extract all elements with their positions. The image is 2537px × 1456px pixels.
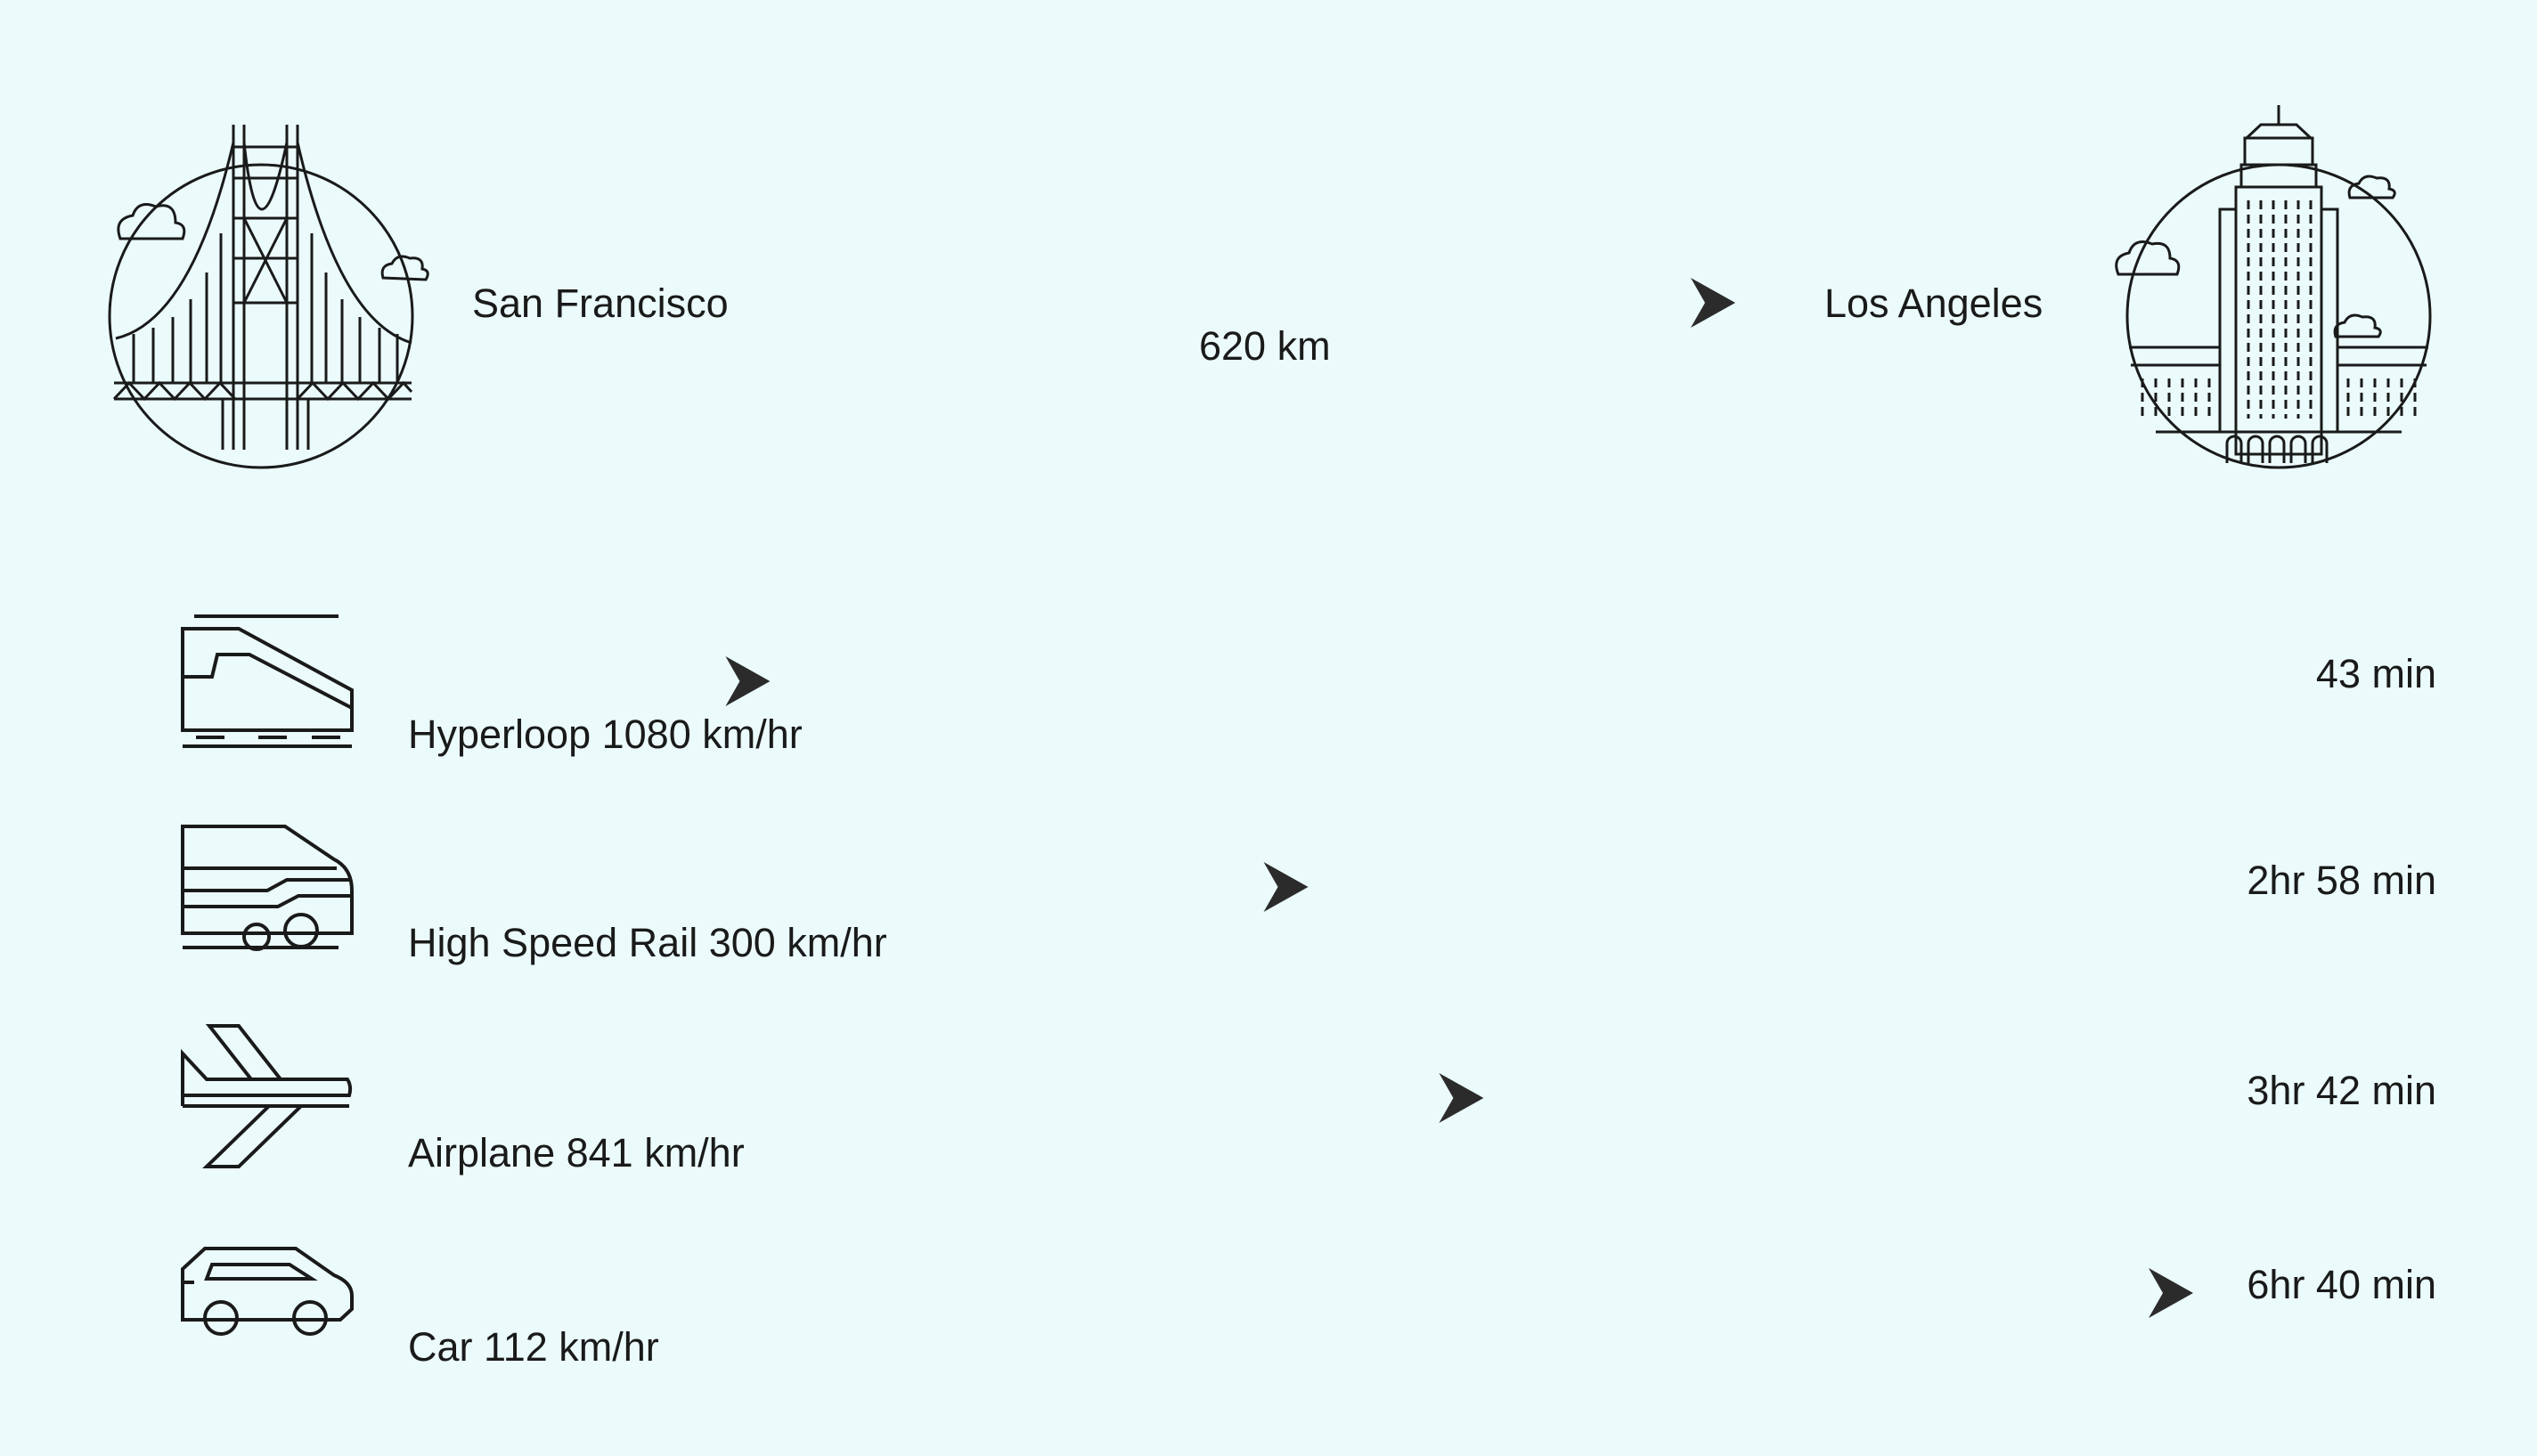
high-speed-rail-icon xyxy=(181,825,354,951)
destination-label: Los Angeles xyxy=(1824,281,2043,326)
mode-label-car: Car 112 km/hr xyxy=(408,1324,659,1370)
time-label-rail: 2hr 58 min xyxy=(2247,858,2436,903)
time-label-car: 6hr 40 min xyxy=(2247,1262,2436,1307)
hyperloop-train-icon xyxy=(181,614,354,748)
mode-arrow-head-airplane xyxy=(1439,1073,1484,1123)
golden-gate-bridge-icon xyxy=(108,125,429,469)
distance-label: 620 km xyxy=(1199,323,1331,369)
time-label-airplane: 3hr 42 min xyxy=(2247,1068,2436,1113)
time-label-hyperloop: 43 min xyxy=(2315,651,2436,696)
mode-arrow-head-car xyxy=(2149,1268,2193,1318)
car-icon xyxy=(181,1247,354,1336)
airplane-icon xyxy=(181,1024,353,1168)
mode-label-hyperloop: Hyperloop 1080 km/hr xyxy=(408,712,803,757)
origin-label: San Francisco xyxy=(472,281,729,326)
mode-label-rail: High Speed Rail 300 km/hr xyxy=(408,920,887,965)
mode-arrow-head-hyperloop xyxy=(725,656,771,706)
mode-label-airplane: Airplane 841 km/hr xyxy=(408,1130,745,1175)
mode-arrow-head-rail xyxy=(1263,862,1309,912)
los-angeles-city-hall-icon xyxy=(2115,105,2432,469)
route-arrow xyxy=(802,278,1735,328)
mode-arrows xyxy=(414,656,2193,1318)
